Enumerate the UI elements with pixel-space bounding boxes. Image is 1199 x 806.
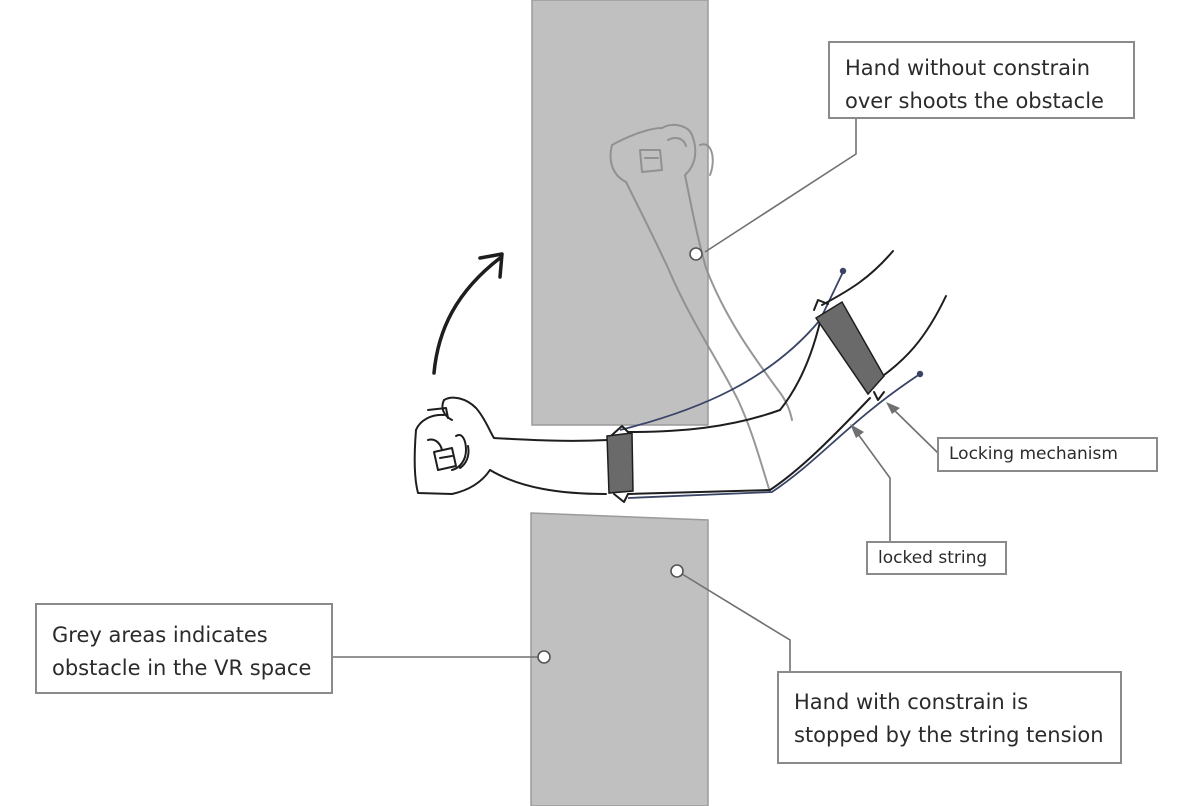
callout-constrained-line2: stopped by the string tension	[794, 723, 1104, 747]
obstacle-lower	[530, 512, 709, 806]
callout-locking-mechanism-label: Locking mechanism	[949, 444, 1118, 464]
forearm-strap	[606, 432, 634, 494]
callout-locking-mechanism: Locking mechanism	[937, 437, 1158, 472]
strings	[619, 271, 921, 499]
string-end-lower	[916, 370, 924, 378]
callout-overshoot-line2: over shoots the obstacle	[845, 89, 1104, 113]
locked-string-arrowhead	[850, 424, 864, 438]
anchor-constrained-arm	[670, 564, 684, 578]
callout-grey-areas-line2: obstacle in the VR space	[52, 656, 312, 680]
constrained-arm	[413, 250, 947, 503]
callout-overshoot: Hand without constrain over shoots the o…	[828, 41, 1135, 119]
upper-arm-strap	[814, 300, 885, 396]
callout-locked-string: locked string	[866, 541, 1007, 575]
callout-grey-areas: Grey areas indicates obstacle in the VR …	[35, 603, 333, 694]
callout-constrained: Hand with constrain is stopped by the st…	[777, 671, 1122, 764]
leader-lines	[333, 119, 939, 671]
callout-constrained-line1: Hand with constrain is	[794, 690, 1029, 714]
obstacle-upper	[531, 0, 709, 426]
callout-locked-string-label: locked string	[878, 548, 988, 568]
locking-mechanism-arrowhead	[886, 402, 900, 414]
anchor-obstacle	[537, 650, 551, 664]
callout-overshoot-line1: Hand without constrain	[845, 56, 1091, 80]
motion-arrow	[432, 252, 504, 375]
ghost-raised-arm	[609, 123, 793, 493]
string-end-upper	[839, 267, 847, 275]
anchor-ghost-arm	[689, 247, 703, 261]
callout-grey-areas-line1: Grey areas indicates	[52, 623, 268, 647]
